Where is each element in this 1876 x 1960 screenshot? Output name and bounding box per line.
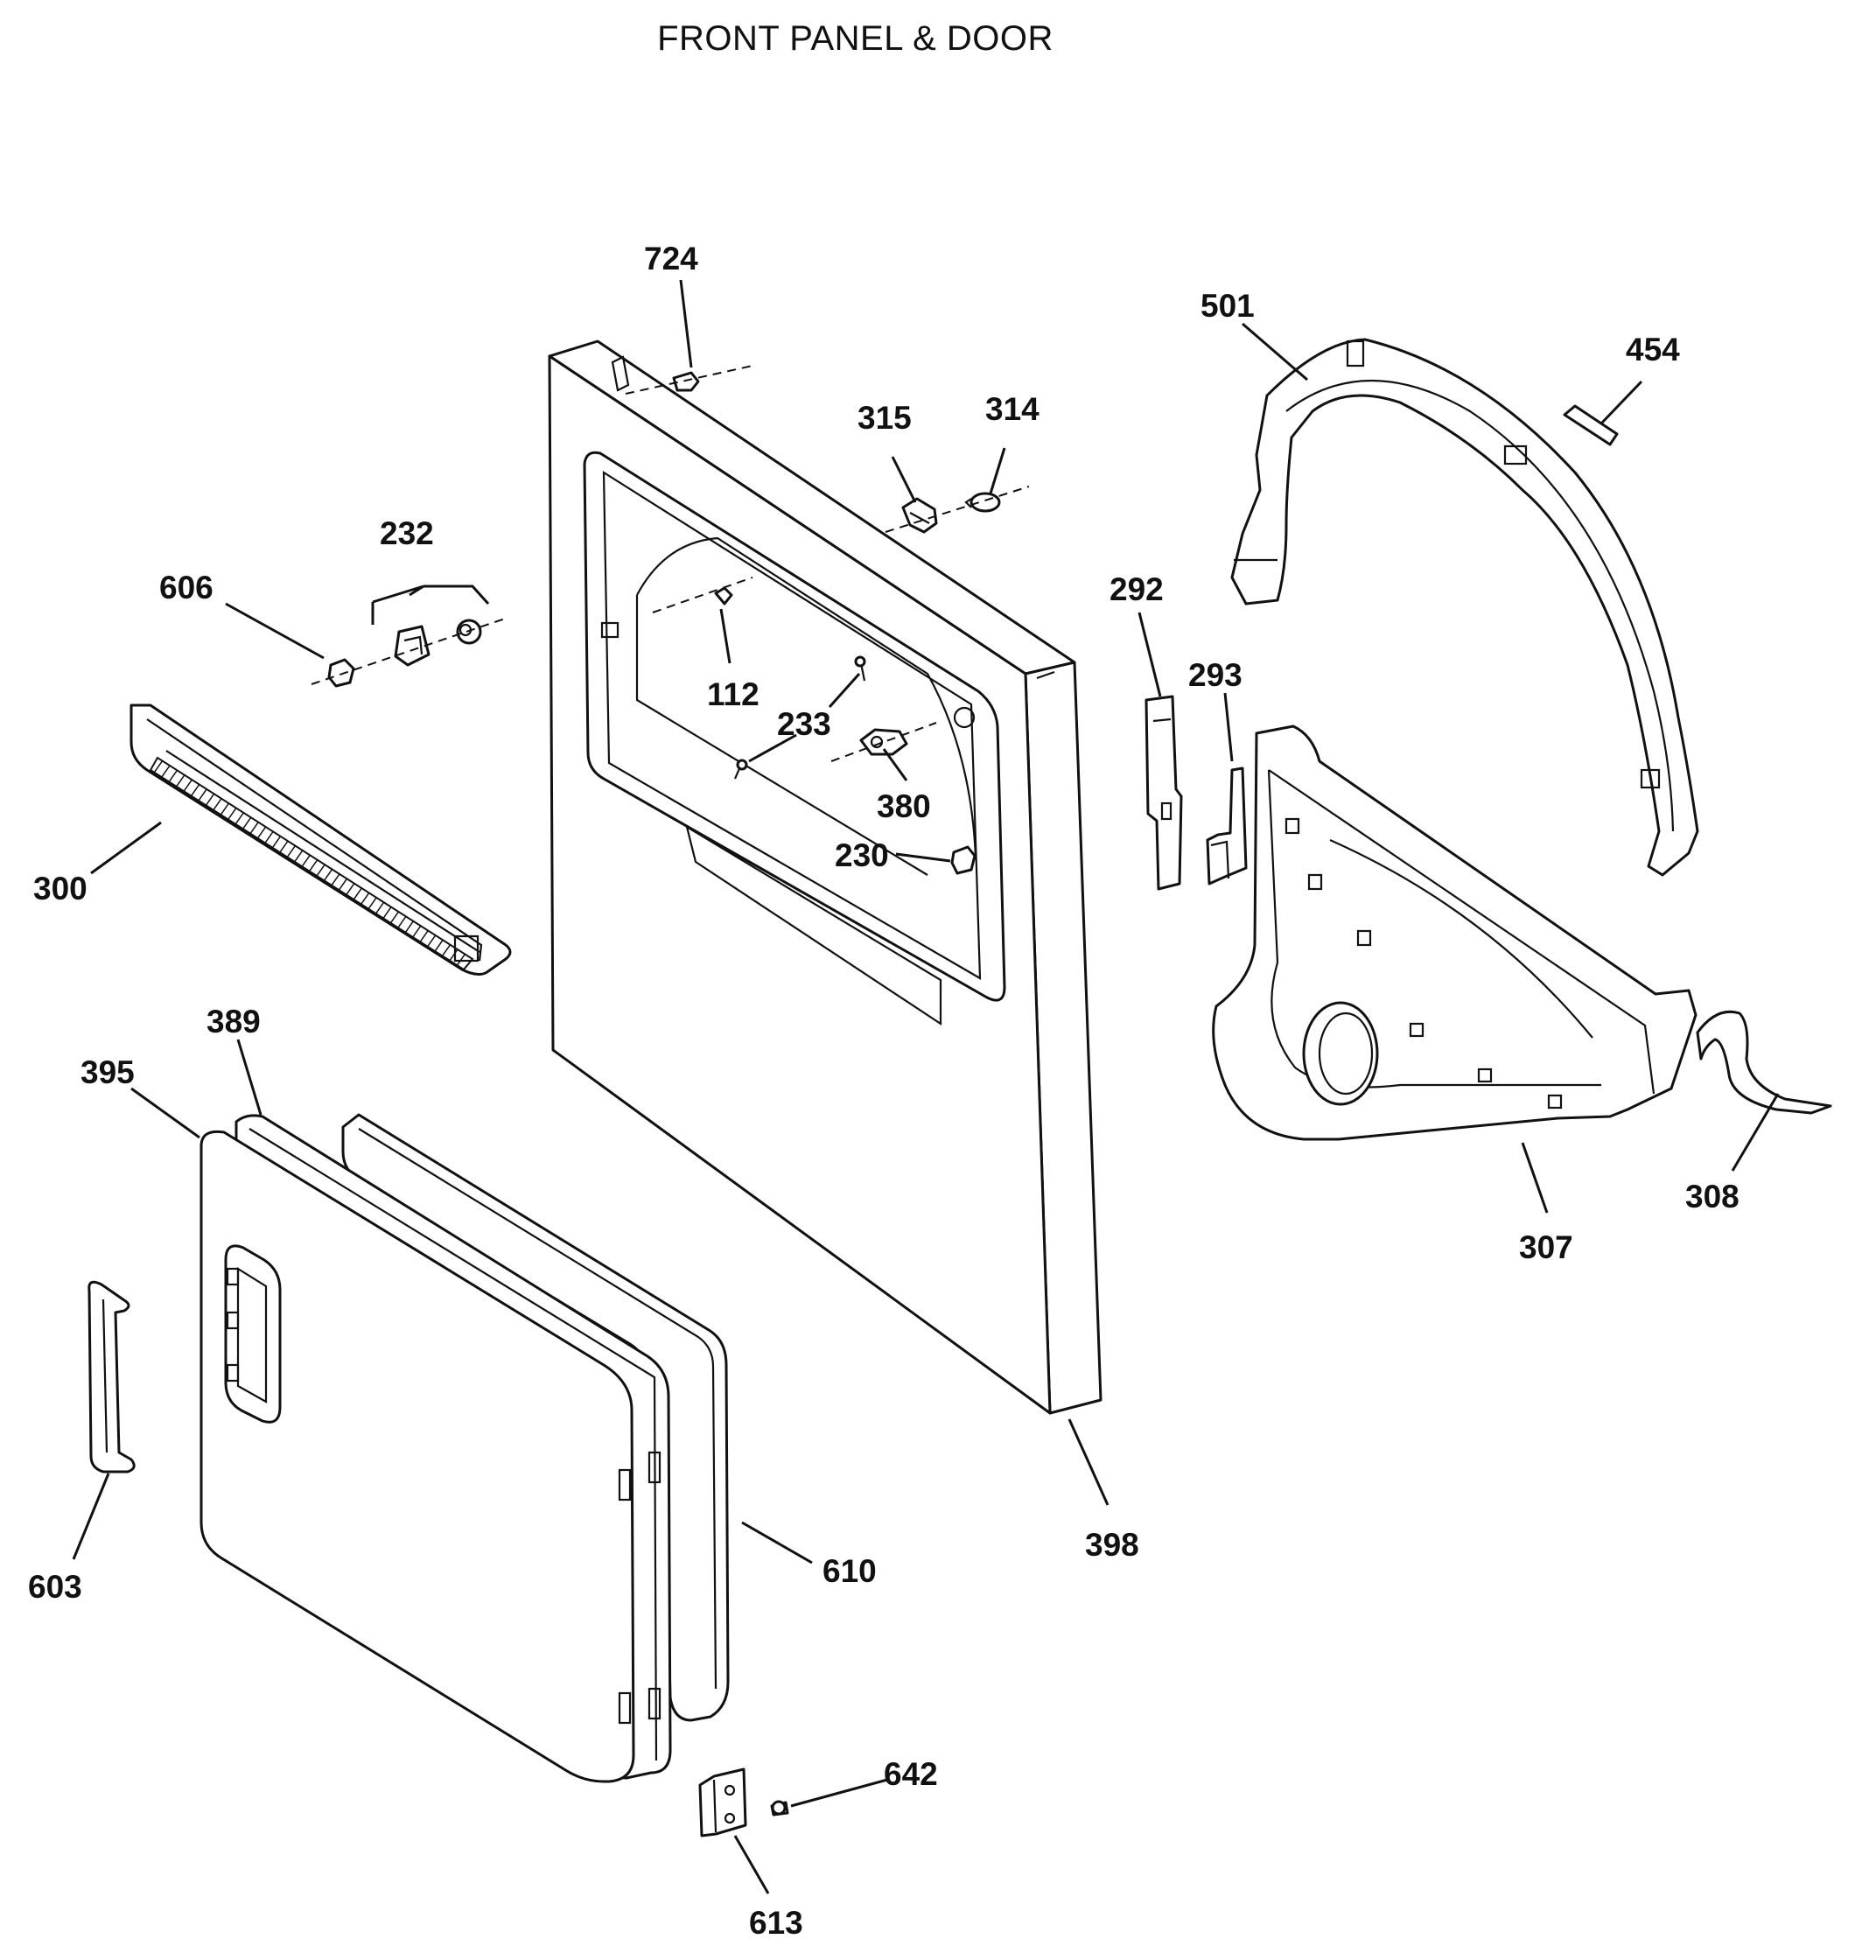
leader-293 (1223, 692, 1234, 762)
label-603: 603 (28, 1569, 82, 1605)
door-outer-395 (200, 1130, 662, 1783)
leader-613 (733, 1835, 770, 1894)
label-380: 380 (877, 788, 931, 824)
label-613: 613 (749, 1905, 803, 1941)
assembly-axis-315 (885, 486, 1030, 533)
leader-233 (748, 672, 861, 763)
leader-603 (72, 1473, 110, 1560)
label-389: 389 (206, 1004, 261, 1040)
label-232: 232 (380, 515, 434, 551)
assembly-axis-232 (311, 617, 508, 685)
switch-assembly-232 (394, 619, 482, 667)
leader-232 (371, 584, 490, 625)
leader-395 (130, 1087, 200, 1139)
label-724: 724 (644, 241, 698, 276)
label-314: 314 (985, 391, 1040, 427)
leader-315 (891, 456, 917, 503)
leader-501 (1242, 322, 1308, 382)
label-606: 606 (159, 570, 214, 606)
bulkhead-arc-501 (1230, 338, 1699, 877)
screw-233-bottom (733, 759, 748, 780)
diagram-title: FRONT PANEL & DOOR (657, 19, 1054, 58)
leader-112 (719, 608, 732, 664)
leader-292 (1138, 612, 1162, 697)
bracket-293 (1206, 766, 1248, 886)
assembly-axis-380 (830, 722, 937, 762)
assembly-axis-112 (652, 577, 753, 613)
label-308: 308 (1685, 1179, 1740, 1214)
lower-bulkhead-307 (1212, 724, 1698, 1141)
door-handle-603 (88, 1280, 136, 1474)
leader-642 (790, 1778, 888, 1808)
screw-112 (714, 586, 733, 606)
leader-724 (679, 279, 693, 368)
leader-308 (1731, 1093, 1780, 1172)
label-610: 610 (822, 1553, 877, 1589)
seal-454 (1563, 404, 1619, 446)
label-230: 230 (835, 837, 889, 873)
front-panel (548, 340, 1102, 1415)
assembly-axis-724 (625, 365, 753, 395)
label-292: 292 (1110, 571, 1164, 607)
label-112: 112 (707, 676, 760, 712)
leader-610 (741, 1521, 813, 1564)
label-307: 307 (1519, 1229, 1573, 1265)
leader-307 (1521, 1142, 1549, 1214)
screw-724 (672, 371, 700, 392)
leader-lines (72, 279, 1780, 1894)
leader-606 (225, 602, 325, 660)
lamp-314 (964, 492, 1001, 513)
leader-454 (1600, 380, 1643, 425)
label-398: 398 (1085, 1527, 1139, 1563)
fastener-606 (327, 658, 355, 688)
clip-230 (950, 845, 976, 875)
leader-314 (989, 447, 1006, 494)
vent-grille-300 (130, 704, 512, 976)
part-labels: 724 501 454 315 314 232 606 292 293 112 … (28, 241, 1740, 1941)
label-293: 293 (1188, 657, 1242, 693)
leader-398 (1068, 1418, 1110, 1506)
label-454: 454 (1626, 332, 1680, 368)
leader-380 (882, 748, 908, 781)
bracket-292 (1144, 695, 1183, 891)
label-642: 642 (884, 1756, 938, 1792)
felt-seal-308 (1696, 1010, 1832, 1115)
door-switch-380 (859, 728, 908, 756)
lamp-socket-315 (901, 497, 938, 534)
leader-300 (90, 821, 162, 875)
screw-233-top (854, 655, 866, 682)
label-233: 233 (777, 706, 831, 742)
screw-642 (770, 1800, 789, 1816)
label-395: 395 (80, 1054, 135, 1090)
hinge-613 (698, 1768, 747, 1838)
leader-230 (895, 852, 951, 863)
label-300: 300 (33, 871, 88, 906)
label-501: 501 (1200, 288, 1255, 324)
leader-389 (236, 1039, 262, 1116)
label-315: 315 (858, 400, 912, 436)
